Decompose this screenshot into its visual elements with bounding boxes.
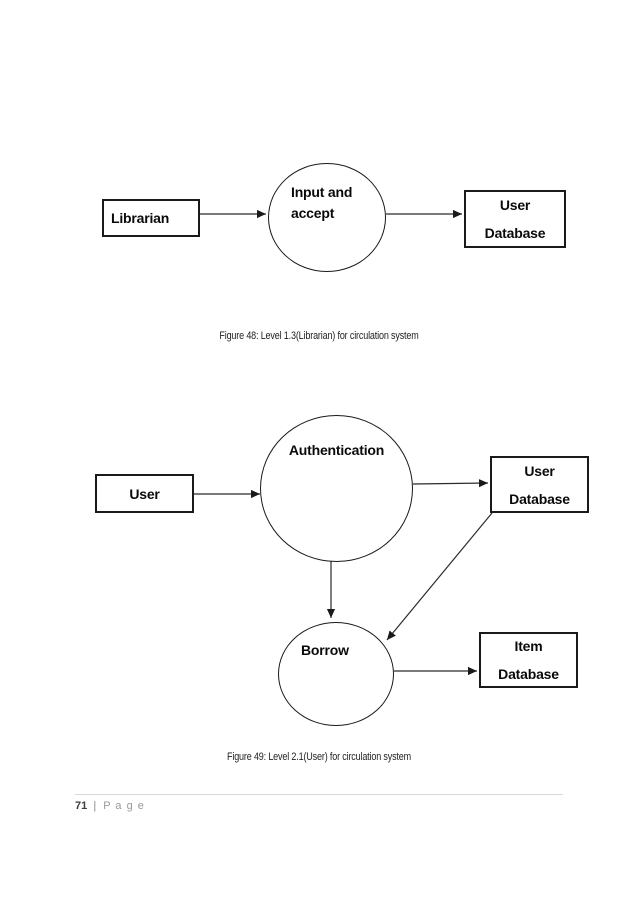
process-input-accept-circle xyxy=(268,163,386,272)
process-borrow-circle xyxy=(278,622,394,726)
datastore-item-database-line2: Database xyxy=(498,666,559,682)
figure49-caption: Figure 49: Level 2.1(User) for circulati… xyxy=(227,751,411,763)
page-number: 71 xyxy=(75,800,88,812)
entity-librarian-box: Librarian xyxy=(102,199,200,237)
footer-separator: | xyxy=(93,800,97,812)
entity-user-label: User xyxy=(129,485,160,502)
datastore-user-database-line2-fig49: Database xyxy=(509,490,570,507)
datastore-user-database-box-fig48: User Database xyxy=(464,190,566,248)
footer-page-label: P a g e xyxy=(103,800,145,812)
process-authentication-circle xyxy=(260,415,413,562)
process-input-accept-label: Input and accept xyxy=(291,184,353,221)
process-authentication-label: Authentication xyxy=(288,442,385,458)
arrow-user-database-to-borrow xyxy=(386,512,493,641)
datastore-item-database-line1: Item xyxy=(514,638,543,654)
datastore-user-database-line1-fig48: User xyxy=(499,197,531,213)
datastore-user-database-box-fig49: User Database xyxy=(490,456,589,513)
page-footer: 71 | P a g e xyxy=(75,800,145,813)
arrow-authentication-to-user-database xyxy=(412,479,489,488)
datastore-user-database-line1-fig49: User xyxy=(524,462,555,479)
figure48-caption: Figure 48: Level 1.3(Librarian) for circ… xyxy=(219,330,419,342)
process-borrow-label: Borrow xyxy=(301,642,349,658)
datastore-user-database-line2-fig48: Database xyxy=(484,225,546,241)
datastore-item-database-box: Item Database xyxy=(479,632,578,688)
entity-user-box: User xyxy=(95,474,194,513)
footer-divider xyxy=(75,794,563,795)
entity-librarian-label: Librarian xyxy=(111,210,170,226)
